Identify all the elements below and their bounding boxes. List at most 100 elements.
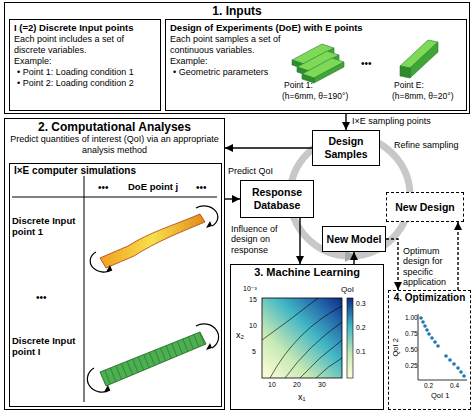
plain-label: ••• [36, 292, 47, 304]
pareto-plot-part-part [421, 320, 425, 324]
twisted-blade-green-part [87, 368, 110, 392]
edge-label: Influence of design on response [231, 224, 290, 255]
node-text: • Point 1: Loading condition 1 [17, 67, 156, 78]
plain-label: DoE point j [128, 182, 178, 193]
pareto-plot-part [419, 316, 466, 378]
twisted-blade-yellow-part [196, 206, 218, 226]
plain-label: 0.2 [424, 382, 433, 389]
connector-arrow [345, 114, 346, 130]
plain-label: ••• [98, 182, 109, 194]
node-text: • Geometric parameters [173, 67, 285, 78]
twisted-blade-yellow-part [90, 252, 112, 272]
twisted-blade-yellow-part [106, 265, 112, 272]
plain-label: 5 [252, 348, 256, 356]
node-heading: Design Samples [315, 135, 377, 160]
pareto-plot-part-part [444, 354, 448, 358]
process-box: Design Samples [312, 130, 380, 166]
twisted-blade-green-part [206, 343, 212, 350]
contour-plot [262, 298, 353, 378]
plain-label: 0.3 [356, 300, 366, 308]
connector-arrow [299, 218, 300, 264]
pareto-plot-part-part [436, 344, 440, 348]
plain-label: 20 [293, 381, 301, 389]
process-box: Response Database [240, 180, 314, 218]
connector-arrow [225, 147, 312, 148]
simulation-table-box: I×E computer simulations [9, 163, 222, 407]
node-heading: 3. Machine Learning [232, 266, 382, 279]
plain-label: QoI [341, 285, 354, 294]
geometry-point-1 [292, 44, 344, 83]
pareto-plot-part-part [452, 362, 456, 366]
node-text: • Point 2: Loading condition 2 [17, 78, 156, 89]
plain-label: Discrete Input point 1 [12, 216, 80, 238]
plain-label: 0.75 [405, 330, 418, 337]
pareto-plot-part-part [459, 370, 463, 374]
table-lines-part [12, 197, 217, 198]
edge-label: Optimum design for specific application [403, 246, 454, 287]
contour-plot-part-part [262, 298, 318, 340]
pareto-plot-part-part [448, 358, 452, 362]
node-text: Each point includes a set of discrete va… [14, 34, 156, 56]
geometry-point-1-part [302, 58, 344, 83]
pareto-plot-part-part [462, 374, 466, 378]
node-heading: New Model [327, 233, 382, 246]
plain-label: 0.25 [405, 362, 418, 369]
pareto-plot-part-part [427, 332, 431, 336]
connector-arrow [225, 198, 240, 199]
twisted-blade-green-part [100, 332, 206, 386]
pareto-plot-part-part [433, 340, 437, 344]
contour-plot-part [262, 298, 342, 378]
dashed-section-box: 4. Optimization [388, 290, 471, 410]
plain-label: ••• [196, 182, 207, 194]
plain-label: 15 [249, 296, 257, 304]
connector-arrow [457, 222, 458, 290]
geometry-point-e-part [410, 42, 438, 78]
plain-label: QoI 2 [392, 338, 401, 356]
node-heading: New Design [395, 201, 455, 214]
plain-label: (h=8mm, θ=20°) [392, 92, 454, 102]
plain-label: 10⁻³ [243, 285, 257, 293]
twisted-blade-green-part [196, 324, 219, 348]
twisted-blade-green-part [104, 385, 110, 392]
edge-label: I×E sampling points [352, 116, 431, 126]
connector-arrow [353, 252, 354, 264]
node-text: Example: [14, 56, 156, 67]
geometry-point-e-part [400, 66, 410, 78]
geometry-point-e [400, 40, 438, 78]
plain-label: Point 1: [284, 81, 313, 91]
section-box: 2. Computational AnalysesPredict quantit… [4, 118, 225, 410]
plain-label: 0.4 [450, 382, 459, 389]
plain-label: (h=6mm, θ=190°) [282, 92, 348, 102]
process-box: New Model [322, 226, 386, 252]
node-heading: 4. Optimization [390, 292, 469, 304]
dashed-process-box: New Design [386, 192, 464, 222]
connector-arrow [386, 239, 398, 290]
contour-plot-part-part [316, 358, 342, 378]
node-heading: Response Database [243, 186, 311, 211]
plain-label: Point E: [394, 81, 424, 91]
table-lines [12, 176, 217, 402]
pareto-plot-part-part [419, 316, 423, 320]
plain-label: 30 [318, 381, 326, 389]
plain-label: 1.00 [405, 314, 418, 321]
twisted-blade-yellow-part [206, 221, 212, 228]
node-heading: I×E computer simulations [14, 165, 217, 177]
node-heading: 1. Inputs [6, 4, 468, 18]
plain-label: 10 [268, 381, 276, 389]
pareto-plot-part [418, 380, 467, 381]
node-text: Example: [170, 56, 282, 67]
plain-label: x₂ [236, 330, 244, 340]
plain-label: ••• [361, 58, 372, 70]
plain-label: 0.1 [356, 348, 366, 356]
plain-label: x₁ [298, 392, 306, 402]
input-box: I (=2) Discrete Input pointsEach point i… [9, 19, 161, 111]
twisted-blade-green [87, 324, 218, 392]
contour-plot-part [262, 298, 342, 378]
node-text: Predict quantities of interest (QoI) via… [9, 134, 220, 156]
twisted-blade-yellow-part [100, 214, 205, 268]
pareto-plot-part-part [425, 328, 429, 332]
node-heading: Design of Experiments (DoE) with E point… [170, 22, 462, 33]
contour-plot-part-part [300, 340, 342, 378]
